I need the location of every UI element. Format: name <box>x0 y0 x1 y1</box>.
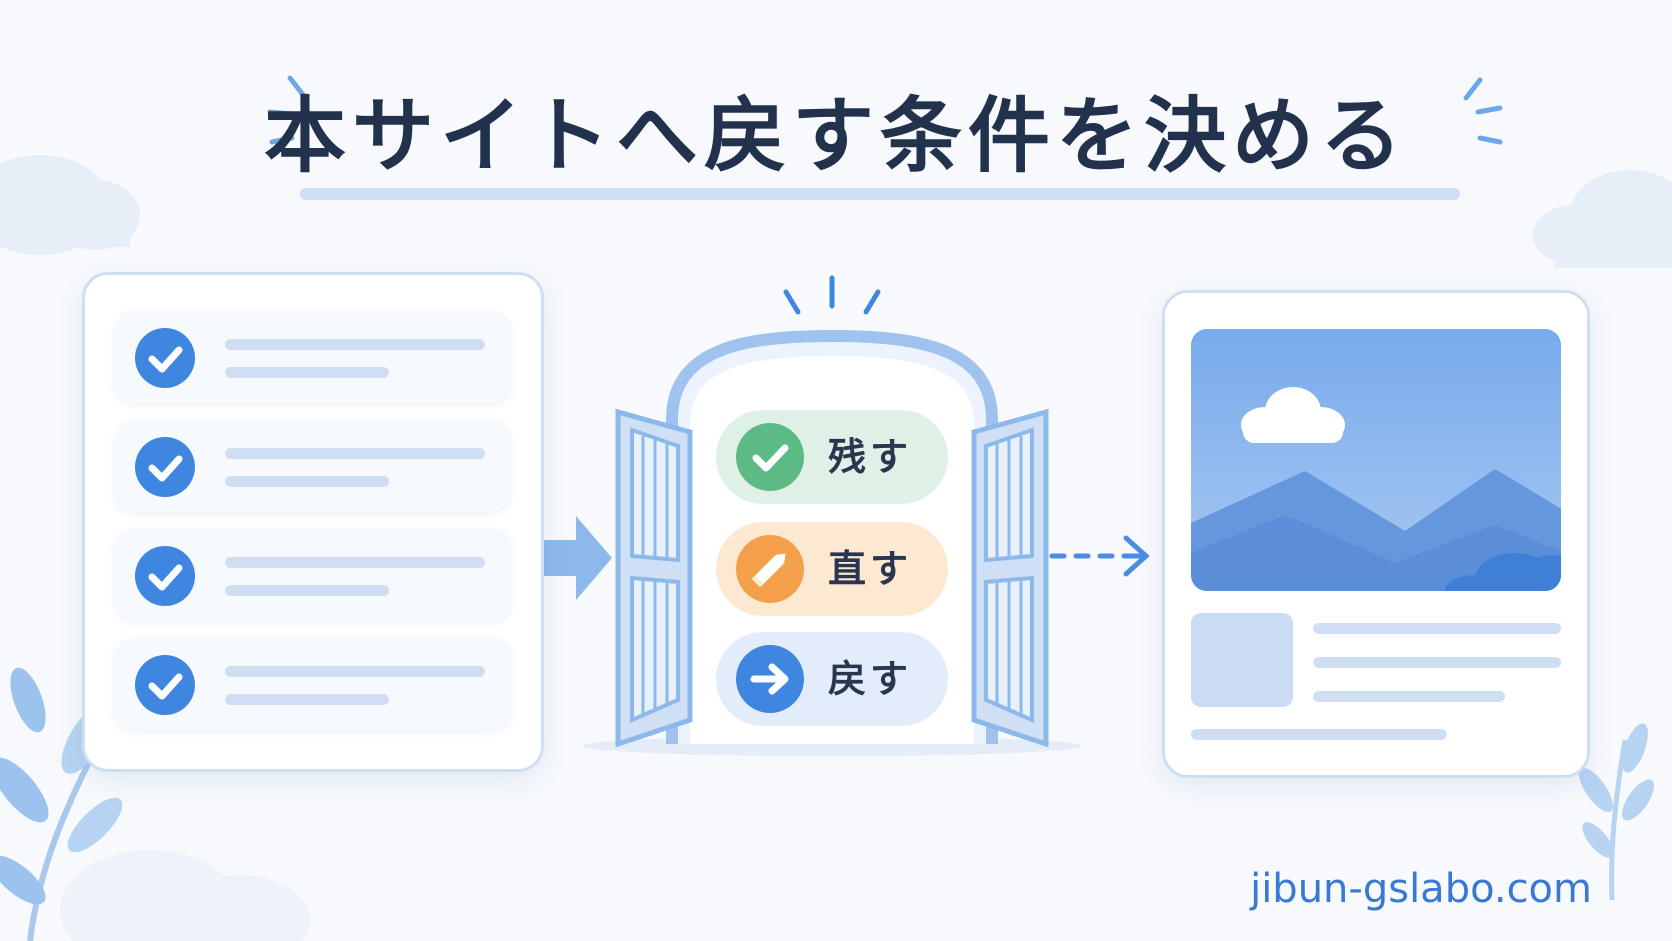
placeholder-line <box>1313 691 1505 702</box>
arrow-right-icon <box>736 645 804 713</box>
title-container: 本サイトへ戻す条件を決める <box>0 82 1672 192</box>
checklist-item <box>115 420 511 512</box>
placeholder-line <box>1313 623 1561 634</box>
door-sparks <box>783 275 881 315</box>
cloud-icon <box>1241 387 1345 443</box>
checklist-card <box>82 272 544 772</box>
check-icon <box>135 655 195 715</box>
placeholder-line <box>225 339 485 350</box>
title-underline <box>300 188 1460 200</box>
placeholder-line <box>225 557 485 568</box>
checklist-item <box>115 311 511 403</box>
option-label: 残す <box>828 435 913 479</box>
checklist-item <box>115 638 511 730</box>
dashed-arrow-to-page <box>1049 535 1150 577</box>
check-icon <box>736 423 804 491</box>
check-icon <box>135 328 195 388</box>
option-fix: 直す <box>716 522 948 616</box>
placeholder-line <box>225 585 389 596</box>
landscape-image <box>1191 329 1561 591</box>
leaf-decoration-right <box>1578 723 1655 901</box>
option-label: 戻す <box>828 657 913 701</box>
page-title: 本サイトへ戻す条件を決める <box>263 89 1408 184</box>
check-icon <box>135 546 195 606</box>
placeholder-line <box>225 448 485 459</box>
title-sparks-left <box>267 75 307 145</box>
check-icon <box>135 437 195 497</box>
placeholder-line <box>225 476 389 487</box>
placeholder-line <box>1313 657 1561 668</box>
placeholder-line <box>225 367 389 378</box>
page-illustration <box>1191 329 1561 740</box>
placeholder-line <box>225 666 485 677</box>
title-sparks-right <box>1463 77 1503 145</box>
pencil-icon <box>736 535 804 603</box>
thumbnail-placeholder <box>1191 613 1293 707</box>
web-page-card <box>1162 290 1590 778</box>
site-url: jibun-gslabo.com <box>1250 866 1592 912</box>
option-label: 直す <box>828 547 913 591</box>
option-keep: 残す <box>716 410 948 504</box>
option-return: 戻す <box>716 632 948 726</box>
checklist-item <box>115 529 511 621</box>
placeholder-line <box>1191 729 1447 740</box>
placeholder-line <box>225 694 389 705</box>
